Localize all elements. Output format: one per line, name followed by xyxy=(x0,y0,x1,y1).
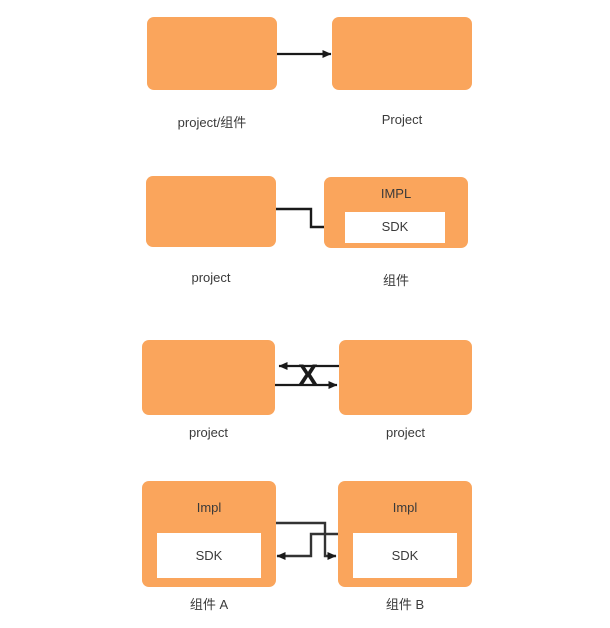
row-4-right-caption: 组件 B xyxy=(385,597,425,612)
row-3-left-node[interactable] xyxy=(142,340,275,415)
row-4-left-node-title: Impl xyxy=(196,500,222,515)
row-4-right-inner-label: SDK xyxy=(391,548,419,563)
row-1-right-caption: Project xyxy=(381,112,423,127)
row-4-left-node[interactable]: Impl SDK xyxy=(142,481,276,587)
row-4-left-inner-label: SDK xyxy=(195,548,223,563)
row-4-right-node-title: Impl xyxy=(392,500,418,515)
row-4-right-node[interactable]: Impl SDK xyxy=(338,481,472,587)
row-1-left-node[interactable] xyxy=(147,17,277,90)
row-2-left-node[interactable] xyxy=(146,176,276,247)
row-2-left-caption: project xyxy=(191,270,231,285)
row-2-right-node[interactable]: IMPL SDK xyxy=(324,177,468,248)
edge-row-4 xyxy=(276,521,338,560)
row-3-right-node[interactable] xyxy=(339,340,472,415)
row-1-left-caption: project/组件 xyxy=(177,115,247,130)
blocked-relation-x-icon: X xyxy=(297,359,318,392)
row-3-right-caption: project xyxy=(385,425,426,440)
row-2-right-inner-box[interactable]: SDK xyxy=(345,212,445,243)
row-4-left-caption: 组件 A xyxy=(189,597,229,612)
row-4-left-inner-box[interactable]: SDK xyxy=(157,533,261,578)
row-2-right-caption: 组件 xyxy=(382,273,409,288)
row-1-right-node[interactable] xyxy=(332,17,472,90)
row-3-left-caption: project xyxy=(188,425,229,440)
row-2-right-inner-label: SDK xyxy=(381,219,409,234)
row-4-right-inner-box[interactable]: SDK xyxy=(353,533,457,578)
row-2-right-node-title: IMPL xyxy=(380,186,412,201)
